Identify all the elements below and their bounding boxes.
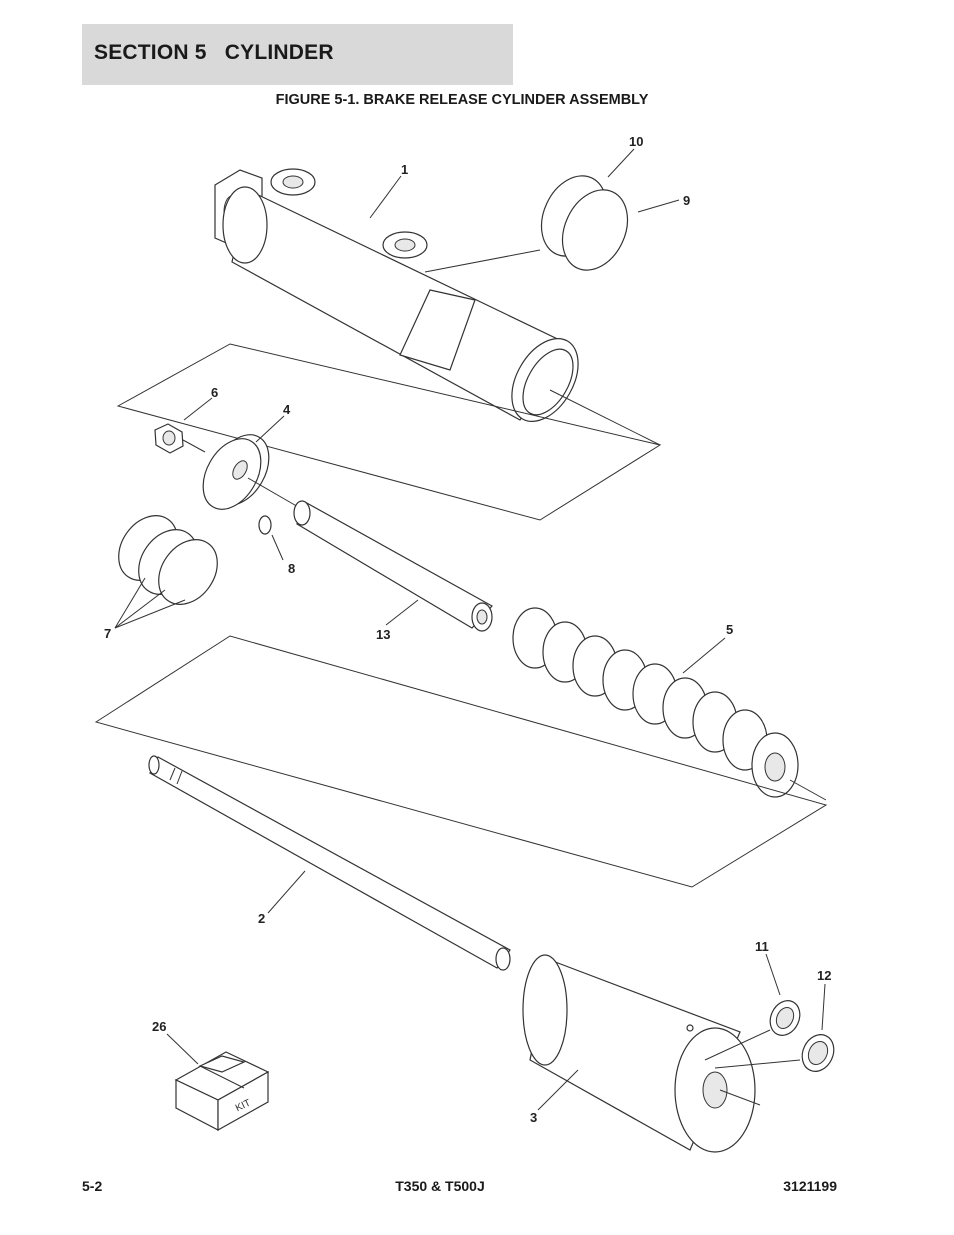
callout-2: 2 <box>258 911 265 926</box>
callout-4: 4 <box>283 402 291 417</box>
footer-model: T350 & T500J <box>395 1178 485 1194</box>
callout-26: 26 <box>152 1019 166 1034</box>
spring <box>512 607 827 801</box>
piston <box>202 434 301 510</box>
section-title: SECTION 5 CYLINDER <box>94 41 334 64</box>
callout-5: 5 <box>726 622 733 637</box>
callout-7: 7 <box>104 626 111 641</box>
callout-3: 3 <box>530 1110 537 1125</box>
nut <box>154 423 206 454</box>
callout-1: 1 <box>401 162 408 177</box>
callout-12: 12 <box>817 968 831 983</box>
spring-housing <box>522 954 761 1153</box>
piston-rod <box>148 755 511 971</box>
callout-11: 11 <box>755 939 769 954</box>
figure-title: FIGURE 5-1. BRAKE RELEASE CYLINDER ASSEM… <box>275 92 649 108</box>
piston-assembly-frame <box>116 343 662 521</box>
wiper-seal <box>714 1034 835 1072</box>
cylinder-barrel <box>214 168 661 446</box>
callout-6: 6 <box>211 385 218 400</box>
callout-9: 9 <box>683 193 690 208</box>
rod-assembly-frame <box>94 635 828 888</box>
bushing <box>704 1000 801 1061</box>
footer-page-number: 5-2 <box>82 1178 103 1194</box>
spacer-tube <box>293 500 493 632</box>
section-header: SECTION 5 CYLINDER <box>82 24 513 85</box>
o-ring <box>258 515 272 535</box>
leader-lines <box>114 148 826 1111</box>
seal-rings <box>424 175 629 273</box>
footer-doc-number: 3121199 <box>783 1178 837 1194</box>
callout-13: 13 <box>376 627 390 642</box>
kit-box: KIT <box>174 1051 270 1132</box>
callout-10: 10 <box>629 134 643 149</box>
callout-8: 8 <box>288 561 295 576</box>
callouts: 1 10 9 6 4 8 7 13 5 2 11 12 26 3 <box>104 134 831 1125</box>
piston-seals <box>118 515 218 605</box>
